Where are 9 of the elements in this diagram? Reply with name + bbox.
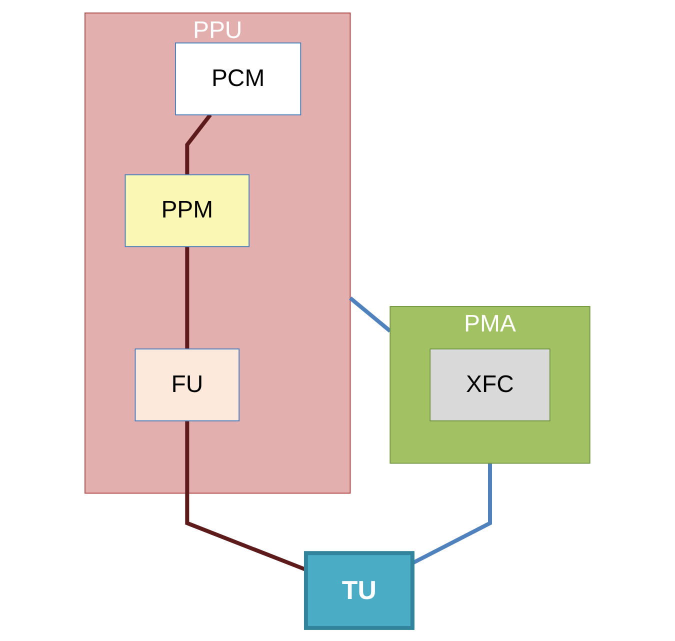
node-box: XFC xyxy=(430,348,550,422)
node-box: TU xyxy=(304,551,415,630)
node-box: FU xyxy=(134,348,240,422)
connector xyxy=(349,296,392,333)
connector xyxy=(185,420,307,572)
node-box: PPM xyxy=(124,174,250,248)
connector xyxy=(185,114,212,175)
node-box: PCM xyxy=(175,42,302,116)
connector xyxy=(185,246,190,349)
